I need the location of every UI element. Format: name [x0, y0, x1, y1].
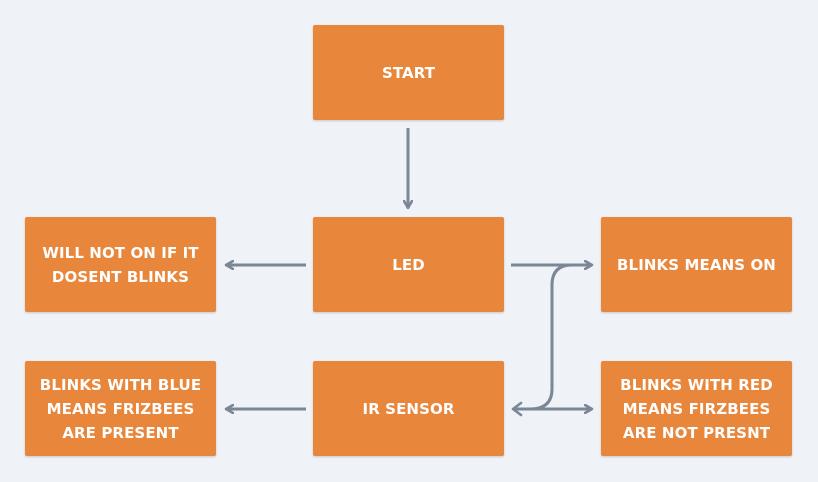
node-blinks-blue-label: BLINKS WITH BLUE MEANS FRIZBEES ARE PRES… — [39, 375, 202, 442]
node-will-not-on-label: WILL NOT ON IF IT DOSENT BLINKS — [42, 243, 199, 286]
edge-arrowhead-left-ir — [511, 401, 523, 417]
node-blinks-means-on: BLINKS MEANS ON — [601, 217, 792, 312]
edge-vertical-link — [529, 263, 573, 411]
node-blinks-red: BLINKS WITH RED MEANS FIRZBEES ARE NOT P… — [601, 361, 792, 456]
node-led-label: LED — [392, 255, 425, 274]
node-will-not-on: WILL NOT ON IF IT DOSENT BLINKS — [25, 217, 216, 312]
node-blinks-blue: BLINKS WITH BLUE MEANS FRIZBEES ARE PRES… — [25, 361, 216, 456]
node-led: LED — [313, 217, 504, 312]
node-ir-sensor-label: IR SENSOR — [362, 399, 455, 418]
node-start: START — [313, 25, 504, 120]
node-blinks-means-on-label: BLINKS MEANS ON — [617, 255, 776, 274]
node-ir-sensor: IR SENSOR — [313, 361, 504, 456]
node-blinks-red-label: BLINKS WITH RED MEANS FIRZBEES ARE NOT P… — [620, 375, 773, 442]
node-start-label: START — [381, 63, 436, 82]
